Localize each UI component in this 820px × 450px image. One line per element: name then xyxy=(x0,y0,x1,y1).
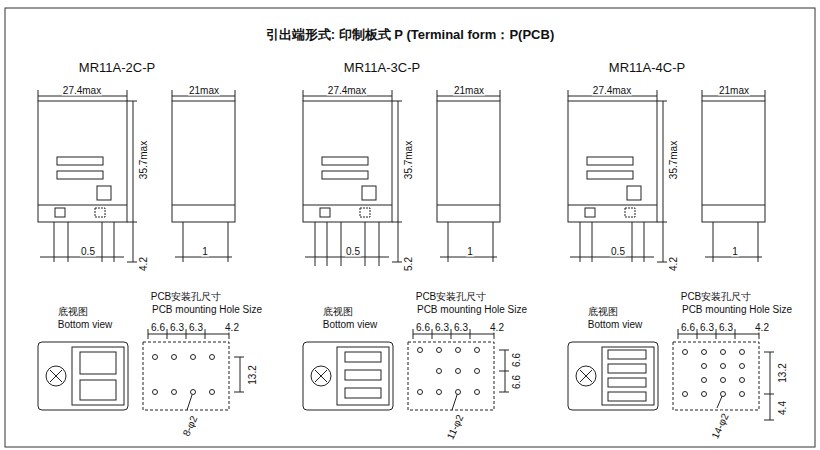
view-label: Bottom view xyxy=(57,319,113,330)
dimension: 35.7max xyxy=(138,140,149,180)
page-title: 引出端形式: 印制板式 P (Terminal form：P(PCB) xyxy=(265,28,555,42)
dimension: 4.2 xyxy=(138,256,149,272)
dimension: 13.2 xyxy=(247,364,258,385)
view-label: PCB安装孔尺寸 xyxy=(415,291,488,302)
hole-spec: 11-φ2 xyxy=(444,412,466,442)
view-label: PCB安装孔尺寸 xyxy=(150,291,223,302)
model-name: MR11A-3C-P xyxy=(343,61,421,75)
view-label: 底视图 xyxy=(57,306,89,317)
dimension: 4.2 xyxy=(668,256,679,272)
dimension: 4.2 xyxy=(224,322,240,333)
dimension: 6.3 xyxy=(453,322,469,333)
dimension: 6.3 xyxy=(699,322,715,333)
dimension: 1 xyxy=(201,246,209,257)
view-label: PCB安装孔尺寸 xyxy=(680,291,753,302)
dimension: 4.4 xyxy=(777,400,788,416)
dimension: 1 xyxy=(731,246,739,257)
view-label: 底视图 xyxy=(587,306,619,317)
dimension: 6.6 xyxy=(415,322,431,333)
dimension: 6.3 xyxy=(188,322,204,333)
dimension: 6.6 xyxy=(511,374,522,390)
dimension: 21max xyxy=(453,85,485,96)
view-label: PCB mounting Hole Size xyxy=(416,304,528,315)
dimension: 0.5 xyxy=(80,246,96,257)
dimension: 4.2 xyxy=(489,322,505,333)
view-label: Bottom view xyxy=(322,319,378,330)
dimension: 27.4max xyxy=(592,85,632,96)
view-label: 底视图 xyxy=(322,306,354,317)
hole-spec: 8-φ2 xyxy=(180,413,200,438)
dimension: 6.3 xyxy=(718,322,734,333)
view-label: PCB mounting Hole Size xyxy=(151,304,263,315)
dimension: 4.2 xyxy=(754,322,770,333)
dimension: 27.4max xyxy=(327,85,367,96)
model-name: MR11A-2C-P xyxy=(78,61,156,75)
view-label: Bottom view xyxy=(587,319,643,330)
dimension: 21max xyxy=(188,85,220,96)
dimension: 6.6 xyxy=(680,322,696,333)
dimension: 5.2 xyxy=(403,256,414,272)
dimension: 0.5 xyxy=(345,246,361,257)
hole-spec: 14-φ2 xyxy=(709,411,731,441)
dimension: 6.6 xyxy=(511,352,522,368)
dimension: 6.6 xyxy=(150,322,166,333)
model-name: MR11A-4C-P xyxy=(608,61,686,75)
dimension: 27.4max xyxy=(62,85,102,96)
dimension: 6.3 xyxy=(169,322,185,333)
dimension: 35.7max xyxy=(668,140,679,180)
dimension: 0.5 xyxy=(610,246,626,257)
dimension: 13.2 xyxy=(777,362,788,383)
dimension: 35.7max xyxy=(403,140,414,180)
dimension: 1 xyxy=(466,246,474,257)
dimension: 21max xyxy=(718,85,750,96)
view-label: PCB mounting Hole Size xyxy=(681,304,793,315)
dimension: 6.3 xyxy=(434,322,450,333)
